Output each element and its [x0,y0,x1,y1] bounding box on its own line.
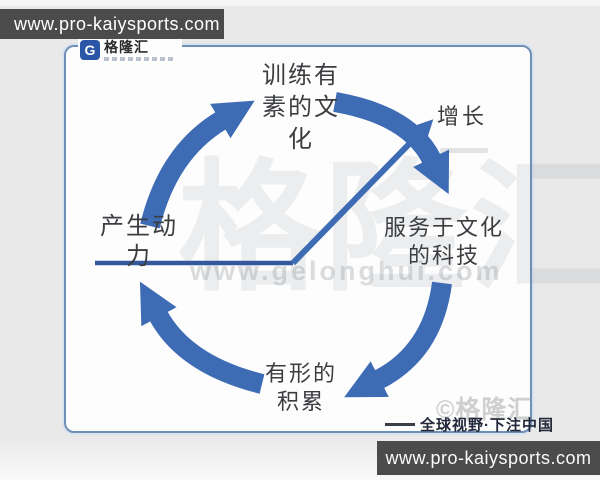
corner-watermark-brand: ©格隆汇 [436,396,534,424]
logo-tagline-placeholder [104,57,176,61]
center-watermark-brand: 格隆汇 [178,149,600,308]
arrow-arc-left-to-top [140,100,255,229]
gelonghui-brand-text: 格隆汇 [104,39,149,55]
bottom-site-banner: www.pro-kaiysports.com [377,441,600,475]
cycle-label-tech-serving-culture: 服务于文化的科技 [383,215,504,268]
arrow-arc-right-to-bottom [344,281,452,398]
arrow-arc-bottom-to-left [139,281,265,394]
growth-rising-arrow [290,119,434,266]
cycle-label-tangible-accumulation: 有形的积累 [264,361,337,414]
gelonghui-logo: G 格隆汇 [78,38,182,63]
cycle-label-trained-culture: 训练有素的文化 [262,62,340,153]
arrow-arc-top-to-right [333,92,450,195]
gelonghui-logo-icon: G [80,40,100,60]
cycle-label-motivation: 产生动力 [100,213,178,270]
slogan-dash [385,423,415,426]
growth-label: 增长 [437,104,488,129]
diagram-card [64,45,532,433]
slogan-text: 全球视野·下注中国 [420,417,554,434]
top-site-banner: www.pro-kaiysports.com [0,9,224,39]
growth-underline-mark [440,148,488,153]
